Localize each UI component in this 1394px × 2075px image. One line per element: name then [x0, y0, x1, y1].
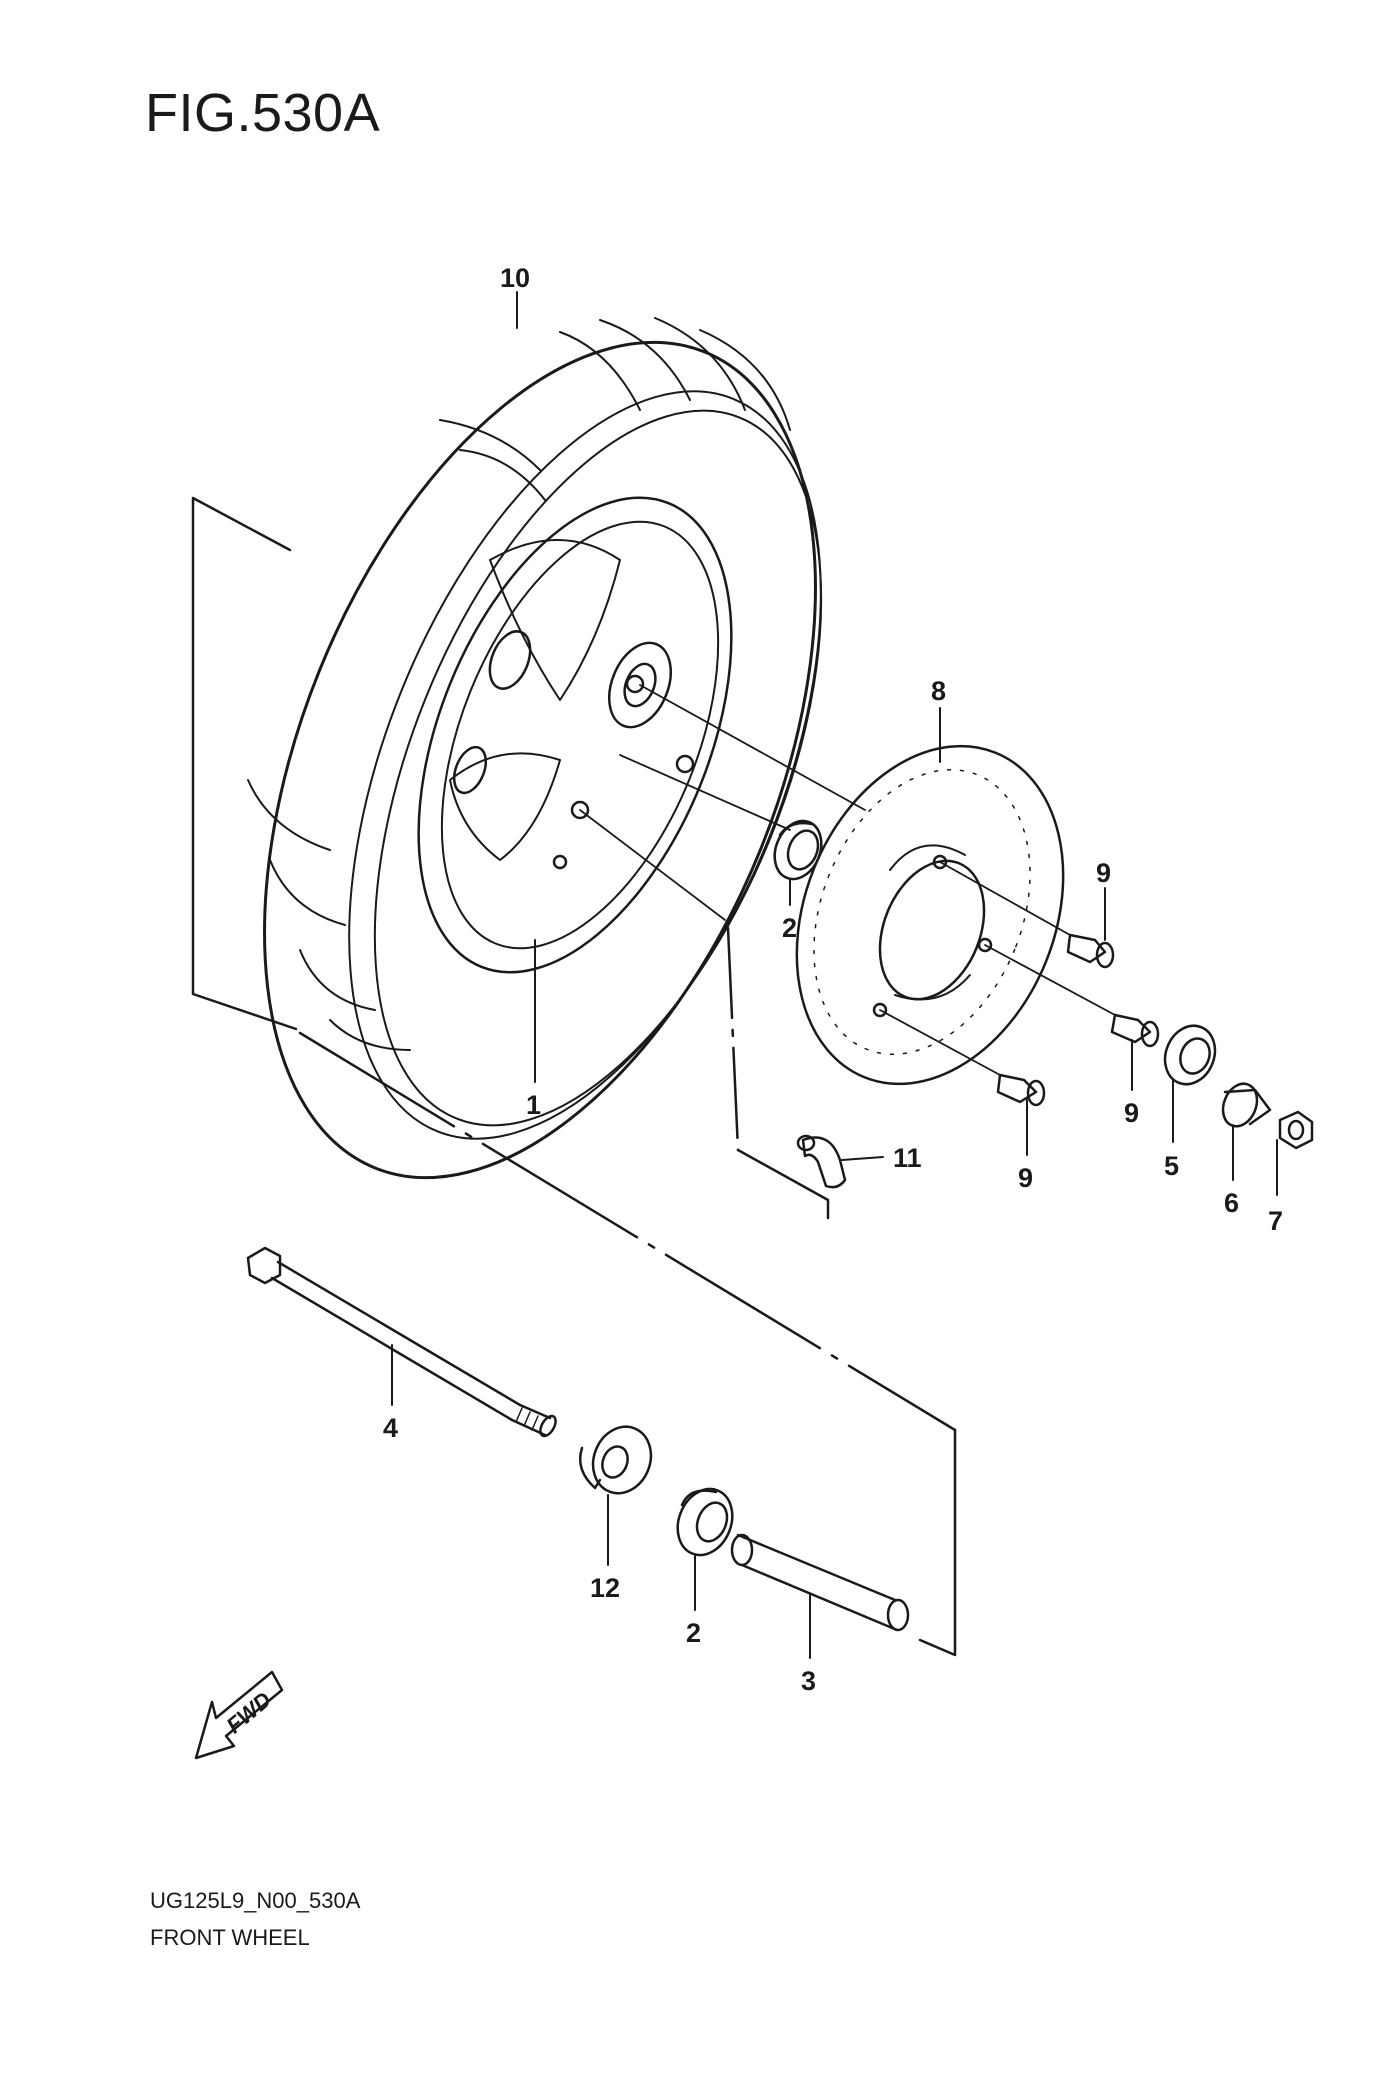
- nut: [1278, 1110, 1314, 1150]
- callout-tire: 10: [500, 263, 530, 293]
- callout-sleeve: 3: [801, 1666, 816, 1696]
- callout-leaders: [391, 291, 1278, 1659]
- fwd-label: FWD: [221, 1687, 276, 1738]
- callout-axle: 4: [383, 1413, 398, 1443]
- callout-bolt-b: 9: [1124, 1098, 1139, 1128]
- collar-bearing: [1163, 1024, 1217, 1086]
- callout-brake-disc: 8: [931, 676, 946, 706]
- spacer-cap: [578, 1425, 653, 1495]
- figure-title: FIG.530A: [145, 83, 381, 143]
- brake-disc: [795, 744, 1116, 1086]
- tire: [247, 317, 823, 1180]
- boundary-frame: [191, 496, 957, 1657]
- bolt-b: [1110, 1013, 1160, 1048]
- callout-valve: 11: [893, 1143, 922, 1173]
- callout-spacer-cap: 12: [590, 1573, 620, 1603]
- callout-bolt-c: 9: [1018, 1163, 1033, 1193]
- sleeve: [730, 1533, 910, 1632]
- bearing-upper: [773, 819, 823, 881]
- callout-bearing-upper: 2: [782, 913, 797, 943]
- callout-nut: 7: [1268, 1206, 1283, 1236]
- callout-bearing-lower: 2: [686, 1618, 701, 1648]
- wheel-rim: [417, 496, 866, 974]
- bolt-a: [1066, 933, 1115, 969]
- bearing-lower: [676, 1487, 734, 1557]
- callout-collar-bearing: 5: [1164, 1151, 1179, 1181]
- fwd-arrow: FWD: [194, 1670, 284, 1760]
- bolt-c: [996, 1073, 1046, 1107]
- axle: [246, 1246, 557, 1438]
- spacer: [1221, 1082, 1272, 1128]
- callout-spacer: 6: [1224, 1188, 1239, 1218]
- valve: [796, 1134, 847, 1189]
- callout-wheel: 1: [526, 1090, 541, 1120]
- footer-diagram-name: FRONT WHEEL: [150, 1925, 310, 1950]
- footer-diagram-code: UG125L9_N00_530A: [150, 1888, 361, 1913]
- callout-bolt-a: 9: [1096, 858, 1111, 888]
